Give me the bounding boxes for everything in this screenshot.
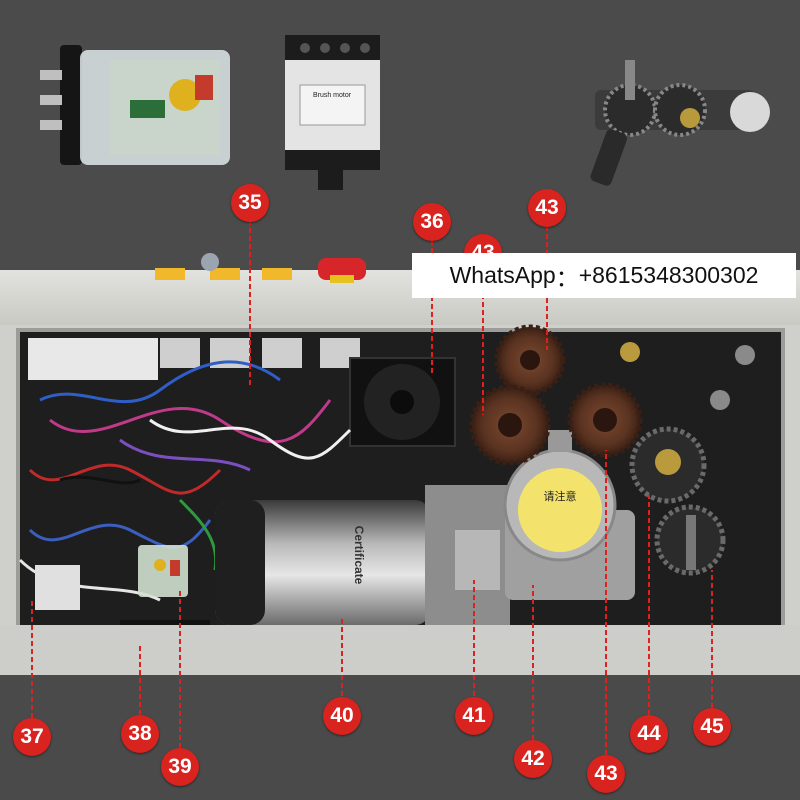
callout-43-bottom: 43 [587,755,625,793]
callout-36: 36 [413,203,451,241]
callout-41: 41 [455,697,493,735]
motor-photo-label: Brush motor [313,92,352,99]
whatsapp-contact-banner: WhatsApp：+8615348300302 [412,253,796,298]
callout-44: 44 [630,715,668,753]
emergency-stop [318,258,366,280]
relay-photo [40,45,230,165]
gear-assembly-photo [590,60,770,186]
callout-39: 39 [161,748,199,786]
callout-43-top: 43 [528,189,566,227]
callout-35: 35 [231,184,269,222]
whatsapp-separator: ： [555,264,579,291]
callout-40: 40 [323,697,361,735]
callout-37: 37 [13,718,51,756]
brush-motor-photo: Brush motor [285,35,380,190]
dc-motor [215,500,430,625]
gearbox-warning-label: 请注意 [544,489,577,503]
whatsapp-number: +8615348300302 [578,262,759,288]
whatsapp-label: WhatsApp [449,262,556,288]
callout-45: 45 [693,708,731,746]
gear-train [469,324,755,576]
callout-38: 38 [121,715,159,753]
motor-certificate-label: Certificate [352,526,366,585]
callout-42: 42 [514,740,552,778]
